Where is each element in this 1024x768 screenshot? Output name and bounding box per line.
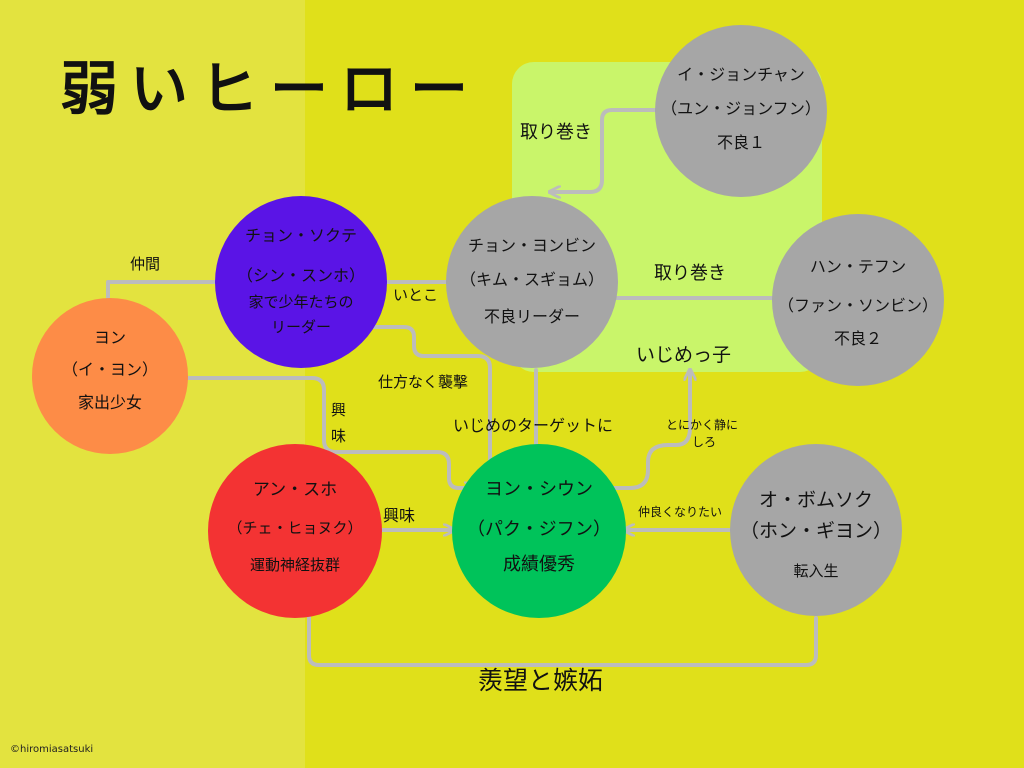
node-yeon-siun: ヨン・シウン （パク・ジフン） 成績優秀 bbox=[452, 444, 626, 618]
node-jeon-yongbin: チョン・ヨンビン （キム・スギョム） 不良リーダー bbox=[446, 196, 618, 368]
label-kyomi-vertical-1: 興 bbox=[331, 401, 347, 419]
node-name: ヨン bbox=[93, 328, 126, 347]
arrow-sokte-to-siun bbox=[346, 325, 490, 476]
label-nakama: 仲間 bbox=[130, 255, 161, 273]
node-actor: （ホン・ギヨン） bbox=[739, 520, 892, 542]
node-actor: （イ・ヨン） bbox=[61, 360, 158, 379]
label-itoko: いとこ bbox=[393, 286, 439, 304]
node-role: 不良１ bbox=[716, 133, 765, 152]
node-actor: （シン・スンホ） bbox=[236, 266, 365, 285]
node-lee-jonchan: イ・ジョンチャン （ユン・ジョンフン） 不良１ bbox=[655, 25, 827, 197]
label-torimaki-jonchan: 取り巻き bbox=[520, 122, 592, 143]
node-oh-bomsok: オ・ボムソク （ホン・ギヨン） 転入生 bbox=[730, 444, 902, 616]
node-actor: （チェ・ヒョヌク） bbox=[227, 519, 363, 537]
label-kyomi-horizontal: 興味 bbox=[383, 506, 416, 525]
node-role: 家で少年たちの bbox=[248, 293, 354, 311]
node-han-tefun: ハン・テフン （ファン・ソンビン） 不良２ bbox=[772, 214, 944, 386]
node-name: ヨン・シウン bbox=[485, 479, 593, 500]
node-name: ハン・テフン bbox=[809, 257, 907, 276]
node-role: 転入生 bbox=[793, 562, 839, 580]
node-role: 運動神経抜群 bbox=[249, 556, 340, 574]
line-yon-sokte-companions bbox=[106, 280, 217, 300]
copyright-text: ©hiromiasatsuki bbox=[10, 744, 94, 755]
arrow-bomsok-to-suho bbox=[309, 577, 818, 667]
node-role: 不良２ bbox=[833, 329, 882, 348]
node-actor: （キム・スギョム） bbox=[459, 270, 604, 289]
node-role: 家出少女 bbox=[77, 393, 142, 412]
node-an-suho: アン・スホ （チェ・ヒョヌク） 運動神経抜群 bbox=[208, 444, 382, 618]
node-actor: （パク・ジフン） bbox=[467, 519, 611, 540]
node-yon: ヨン （イ・ヨン） 家出少女 bbox=[32, 298, 188, 454]
label-ijimekko-group: いじめっ子 bbox=[636, 344, 732, 366]
node-name: アン・スホ bbox=[252, 480, 338, 500]
label-senbou-to-shitto: 羨望と嫉妬 bbox=[478, 666, 604, 695]
arrow-jonchan-to-yongbin bbox=[552, 108, 659, 192]
label-ijime-target: いじめのターゲットに bbox=[453, 416, 614, 435]
label-kyomi-vertical-2: 味 bbox=[331, 427, 347, 445]
node-name: イ・ジョンチャン bbox=[677, 65, 805, 84]
label-tonikaku-line1: とにかく静に bbox=[666, 418, 739, 432]
arrow-yon-to-siun bbox=[186, 376, 473, 488]
node-jeon-sokte: チョン・ソクテ （シン・スンホ） 家で少年たちの リーダー bbox=[215, 196, 387, 368]
label-torimaki-tefun: 取り巻き bbox=[654, 263, 726, 284]
label-nakayoku-naritai: 仲良くなりたい bbox=[638, 505, 723, 519]
node-name: チョン・ソクテ bbox=[244, 226, 357, 245]
page-title: 弱いヒーロー bbox=[60, 55, 481, 123]
label-tonikaku-line2: しろ bbox=[692, 435, 717, 449]
node-role: 不良リーダー bbox=[483, 307, 580, 326]
node-name: オ・ボムソク bbox=[758, 489, 873, 511]
node-role-line2: リーダー bbox=[270, 318, 331, 336]
node-actor: （ファン・ソンビン） bbox=[777, 296, 938, 315]
label-shikata-naku-shugeki: 仕方なく襲撃 bbox=[378, 373, 469, 391]
arrow-siun-to-bully-group bbox=[606, 372, 690, 490]
node-role: 成績優秀 bbox=[503, 554, 575, 575]
node-name: チョン・ヨンビン bbox=[467, 236, 596, 255]
node-actor: （ユン・ジョンフン） bbox=[661, 99, 821, 118]
